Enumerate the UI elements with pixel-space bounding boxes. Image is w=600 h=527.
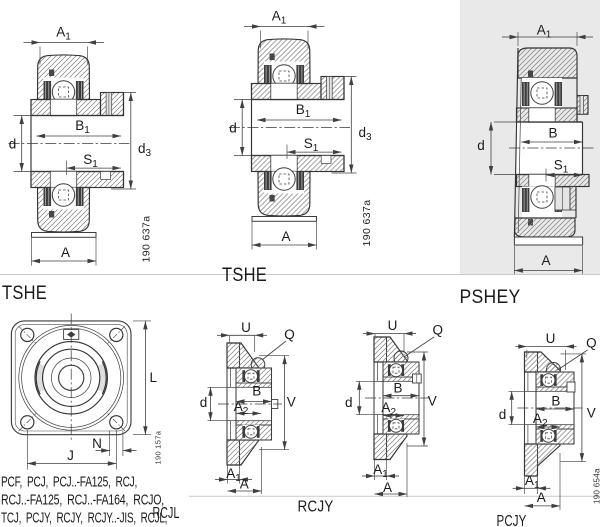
dim-label-a1: A1 — [537, 23, 552, 41]
dim-label-q: Q — [586, 335, 597, 350]
caption-rcjl: RCJL — [153, 505, 180, 522]
dim-label-q: Q — [433, 323, 444, 338]
dim-label-d: d — [345, 395, 353, 410]
dim-label-v: V — [287, 395, 296, 410]
dim-label-b1: B1 — [75, 118, 90, 136]
dim-label-u: U — [388, 318, 398, 333]
dim-label-d3: d3 — [138, 141, 152, 159]
dim-label-a1: A1 — [525, 473, 540, 491]
dim-label-d3: d3 — [358, 125, 372, 143]
dim-label-a2: A2 — [533, 411, 548, 429]
series-list-line-1: PCF, PCJ, PCJ..-FA125, RCJ, — [1, 474, 142, 491]
dim-label-d: d — [9, 137, 17, 152]
dim-label-u: U — [241, 320, 251, 335]
drawing-flange-front: L N J 190 157a — [10, 313, 163, 470]
dim-label-a: A — [537, 490, 546, 505]
drawing-rcjy-2: U Q B d A2 V A1 A — [345, 318, 443, 497]
register-number: 190 637a — [141, 216, 153, 263]
dim-label-d: d — [229, 121, 237, 136]
dim-label-s1: S1 — [554, 158, 569, 176]
series-list-line-2: RCJ..-FA125, RCJ..-FA164, RCJO, — [1, 492, 164, 509]
drawing-tshe-middle: A1 B1 S1 d d3 A 190 637a — [229, 9, 373, 250]
series-list: PCF, PCJ, PCJ..-FA125, RCJ, RCJ..-FA125,… — [1, 474, 172, 527]
dim-label-a: A — [541, 253, 550, 268]
dim-label-b: B — [551, 394, 560, 409]
dim-label-b: B — [393, 381, 402, 396]
drawing-tshe-left: A1 B1 S1 d d3 A 190 637a — [9, 25, 153, 266]
dim-label-a1: A1 — [226, 466, 241, 484]
dim-label-v: V — [587, 406, 596, 421]
register-number: 190 157a — [154, 430, 163, 464]
dim-label-u: U — [546, 331, 556, 346]
dim-label-a: A — [61, 245, 70, 260]
dim-label-a2: A2 — [234, 399, 249, 417]
drawing-pshey: A1 d B S1 A — [477, 23, 594, 274]
caption-pshey: PSHEY — [460, 287, 521, 308]
dim-label-d: d — [499, 407, 507, 422]
dim-label-a2: A2 — [381, 400, 396, 418]
dim-label-b: B — [252, 384, 261, 399]
dim-label-a1: A1 — [272, 9, 287, 27]
caption-tshe-middle: TSHE — [222, 265, 267, 286]
drawing-pcjy: U Q B d A2 V A1 A 190 654a — [499, 331, 600, 510]
caption-tshe-left: TSHE — [2, 283, 47, 304]
register-number: 190 637a — [361, 200, 373, 247]
dim-label-s1: S1 — [304, 136, 319, 154]
dim-label-d: d — [477, 138, 485, 153]
dim-label-a: A — [281, 229, 290, 244]
dim-label-q: Q — [284, 327, 295, 342]
dim-label-b1: B1 — [296, 102, 311, 120]
dim-label-b: B — [548, 126, 557, 141]
dim-label-a1: A1 — [56, 25, 71, 43]
dim-label-a: A — [383, 480, 392, 495]
register-number: 190 654a — [592, 468, 600, 504]
dim-label-j: J — [67, 448, 74, 463]
dim-label-v: V — [428, 394, 437, 409]
dim-label-a1: A1 — [373, 462, 388, 480]
series-list-line-3: TCJ, PCJY, RCJY, RCJY..-JIS, RCJL, — [1, 510, 172, 527]
dim-label-d: d — [200, 395, 208, 410]
caption-pcjy: PCJY — [497, 513, 527, 527]
drawing-rcjy-1: U Q B d A2 V A1 A — [200, 320, 296, 494]
dim-label-l: L — [150, 370, 158, 385]
dim-label-s1: S1 — [83, 152, 98, 170]
caption-rcjy: RCJY — [298, 499, 334, 516]
dim-label-n: N — [92, 436, 102, 451]
dim-label-a: A — [240, 477, 249, 492]
